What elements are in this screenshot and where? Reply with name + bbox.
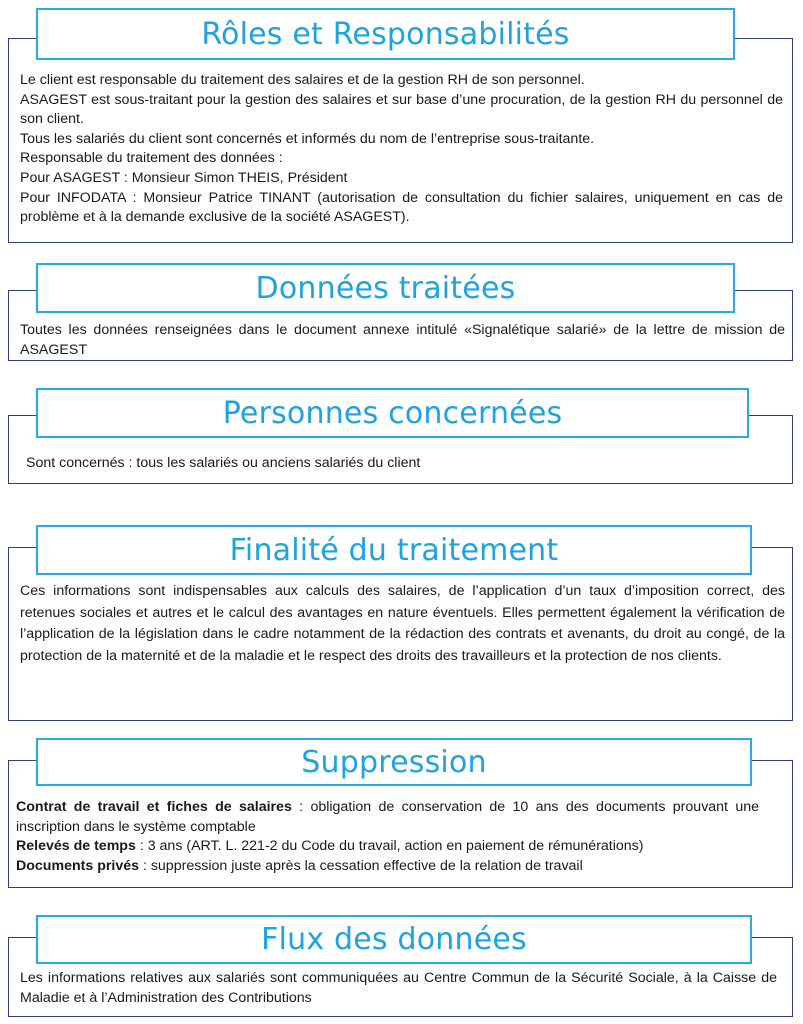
section-suppression: Suppression Contrat de travail et fiches… bbox=[8, 738, 793, 888]
paragraph: Ces informations sont indispensables aux… bbox=[20, 583, 785, 664]
section-body: Ces informations sont indispensables aux… bbox=[20, 581, 785, 667]
paragraph: Toutes les données renseignées dans le d… bbox=[20, 322, 785, 358]
paragraph: Le client est responsable du traitement … bbox=[20, 72, 585, 88]
section-title: Finalité du traitement bbox=[229, 532, 559, 568]
item-text: : obligation de conservation de 10 ans d… bbox=[16, 799, 760, 835]
section-personnes: Personnes concernées Sont concernés : to… bbox=[8, 388, 793, 484]
paragraph: Pour INFODATA : Monsieur Patrice TINANT … bbox=[20, 189, 783, 226]
section-title-box: Flux des données bbox=[36, 915, 752, 964]
paragraph: Les informations relatives aux salariés … bbox=[20, 970, 777, 1006]
section-roles: Rôles et Responsabilités Le client est r… bbox=[8, 8, 793, 243]
paragraph: Pour ASAGEST : Monsieur Simon THEIS, Pré… bbox=[20, 169, 348, 186]
section-title-box: Données traitées bbox=[36, 263, 735, 313]
item-text: : 3 ans (ART. L. 221-2 du Code du travai… bbox=[135, 838, 644, 855]
section-title-box: Finalité du traitement bbox=[36, 525, 752, 575]
list-item: Contrat de travail et fiches de salaires… bbox=[16, 798, 759, 837]
section-title: Suppression bbox=[301, 744, 487, 780]
section-finalite: Finalité du traitement Ces informations … bbox=[8, 525, 793, 721]
section-title: Personnes concernées bbox=[222, 395, 563, 431]
paragraph: Tous les salariés du client sont concern… bbox=[20, 130, 595, 147]
section-body: Sont concernés : tous les salariés ou an… bbox=[26, 454, 783, 474]
paragraph: ASAGEST est sous-traitant pour la gestio… bbox=[20, 91, 783, 128]
item-text: : suppression juste après la cessation e… bbox=[139, 857, 583, 874]
list-item: Documents privés : suppression juste apr… bbox=[16, 857, 759, 877]
section-title-box: Rôles et Responsabilités bbox=[36, 8, 735, 60]
section-body: Les informations relatives aux salariés … bbox=[20, 969, 777, 1008]
section-flux: Flux des données Les informations relati… bbox=[8, 915, 793, 1017]
paragraph: Responsable du traitement des données : bbox=[20, 150, 283, 167]
section-title: Données traitées bbox=[255, 270, 516, 306]
list-item: Relevés de temps : 3 ans (ART. L. 221-2 … bbox=[16, 837, 759, 857]
section-title: Flux des données bbox=[261, 922, 527, 957]
section-body: Le client est responsable du traitement … bbox=[20, 71, 783, 228]
item-label: Documents privés bbox=[16, 857, 139, 874]
section-title: Rôles et Responsabilités bbox=[201, 16, 570, 52]
paragraph: Sont concernés : tous les salariés ou an… bbox=[26, 455, 421, 471]
section-body: Toutes les données renseignées dans le d… bbox=[20, 321, 785, 360]
item-label: Contrat de travail et fiches de salaires bbox=[16, 799, 292, 815]
section-donnees: Données traitées Toutes les données rens… bbox=[8, 263, 793, 361]
item-label: Relevés de temps bbox=[16, 838, 136, 855]
section-body: Contrat de travail et fiches de salaires… bbox=[16, 798, 759, 876]
section-title-box: Personnes concernées bbox=[36, 388, 749, 438]
section-title-box: Suppression bbox=[36, 738, 752, 786]
section-frame bbox=[8, 38, 793, 243]
section-frame bbox=[8, 547, 793, 721]
